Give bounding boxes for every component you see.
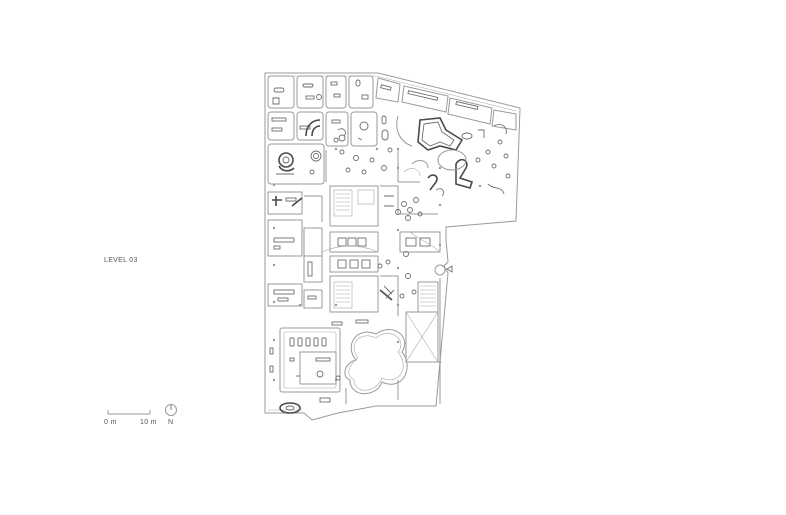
scale-end-label: 10 m (140, 419, 157, 426)
core-seating-cluster (321, 197, 441, 299)
north-label: N (168, 419, 174, 426)
central-lounge (325, 147, 420, 183)
reception-desk (267, 143, 325, 185)
office-row-two (267, 111, 413, 147)
sculptural-lounge (403, 117, 511, 197)
trefoil-atrium (344, 329, 408, 404)
level-label: LEVEL 03 (104, 257, 138, 264)
scale-bar (107, 410, 151, 415)
central-core (329, 185, 441, 316)
building-outline (264, 72, 521, 421)
north-office-block (267, 75, 517, 131)
meeting-room (269, 319, 369, 414)
west-office-block (267, 191, 323, 309)
north-arrow-icon (165, 404, 177, 416)
scale-start-label: 0 m (104, 419, 117, 426)
east-stair (405, 264, 453, 404)
